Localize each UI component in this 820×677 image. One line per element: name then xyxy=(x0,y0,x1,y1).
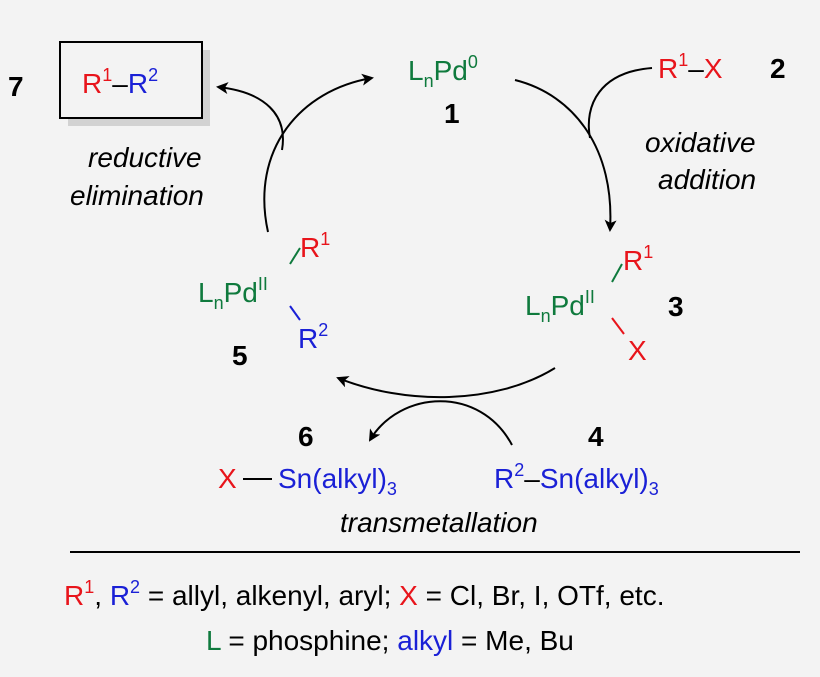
pd2-complex-5-bond-down xyxy=(289,305,301,321)
pd2-complex-3-metal: LnPdII xyxy=(525,287,595,326)
pd0-ligand: L xyxy=(408,55,424,86)
pd2-complex-3-r1: R1 xyxy=(623,242,653,276)
compound-number-3: 3 xyxy=(668,291,684,322)
cycle-arrow-5-to-1 xyxy=(263,73,374,233)
transmetallation-branch-arrow xyxy=(368,400,513,446)
pd2-complex-3-bond-up xyxy=(611,263,623,283)
compound-number-5: 5 xyxy=(232,340,248,371)
oxidative-addition-branch-arrow xyxy=(587,67,653,139)
product-r1-r2: R1–R2 xyxy=(82,65,158,99)
cycle-arrow-3-to-5 xyxy=(336,367,556,399)
halide-bond: – xyxy=(688,53,704,84)
product-box-frame xyxy=(59,41,203,119)
compound-number-6: 6 xyxy=(298,421,314,452)
halide-r1-superscript: 1 xyxy=(678,50,688,70)
reductive-elimination-label-line2: elimination xyxy=(70,180,204,211)
oxidative-addition-label-line1: oxidative xyxy=(645,127,756,158)
pd0-catalyst: LnPd0 xyxy=(408,52,478,91)
compound-number-7: 7 xyxy=(8,71,24,102)
pd0-metal: Pd xyxy=(434,55,468,86)
reductive-elimination-label-line1: reductive xyxy=(88,142,202,173)
pd2-complex-5-metal: LnPdII xyxy=(198,274,268,313)
halide-x: X xyxy=(704,53,723,84)
pd2-complex-5-bond-up xyxy=(289,247,301,265)
compound-number-1: 1 xyxy=(444,98,460,129)
aryl-halide-r1-x: R1–X xyxy=(658,50,723,84)
reductive-elimination-branch-arrow xyxy=(216,82,284,151)
organostannane-r2: R2–Sn(alkyl)3 xyxy=(494,460,659,499)
transmetallation-label: transmetallation xyxy=(340,507,538,538)
pd0-ligand-n: n xyxy=(424,71,434,91)
product-box-7 xyxy=(59,41,210,126)
product-bond: – xyxy=(112,68,128,99)
oxidative-addition-label-line2: addition xyxy=(658,164,756,195)
pd2-complex-3-x: X xyxy=(628,335,647,366)
product-r1: R xyxy=(82,68,102,99)
halide-r1: R xyxy=(658,53,678,84)
product-r2-superscript: 2 xyxy=(148,65,158,85)
legend-line-2: L = phosphine; alkyl = Me, Bu xyxy=(206,625,574,656)
pd2-complex-5-r1: R1 xyxy=(300,229,330,263)
tin-halide-x: X xyxy=(218,463,237,494)
pd0-oxidation-state: 0 xyxy=(468,52,478,72)
tin-halide-sn: Sn(alkyl)3 xyxy=(278,463,397,499)
compound-number-4: 4 xyxy=(588,421,604,452)
pd2-complex-3-bond-down xyxy=(611,317,625,335)
legend-line-1: R1, R2 = allyl, alkenyl, aryl; X = Cl, B… xyxy=(64,577,664,611)
compound-number-2: 2 xyxy=(770,53,786,84)
product-r1-superscript: 1 xyxy=(102,65,112,85)
cycle-arrow-1-to-3 xyxy=(514,79,617,232)
product-r2: R xyxy=(128,68,148,99)
pd2-complex-5-r2: R2 xyxy=(298,320,328,354)
